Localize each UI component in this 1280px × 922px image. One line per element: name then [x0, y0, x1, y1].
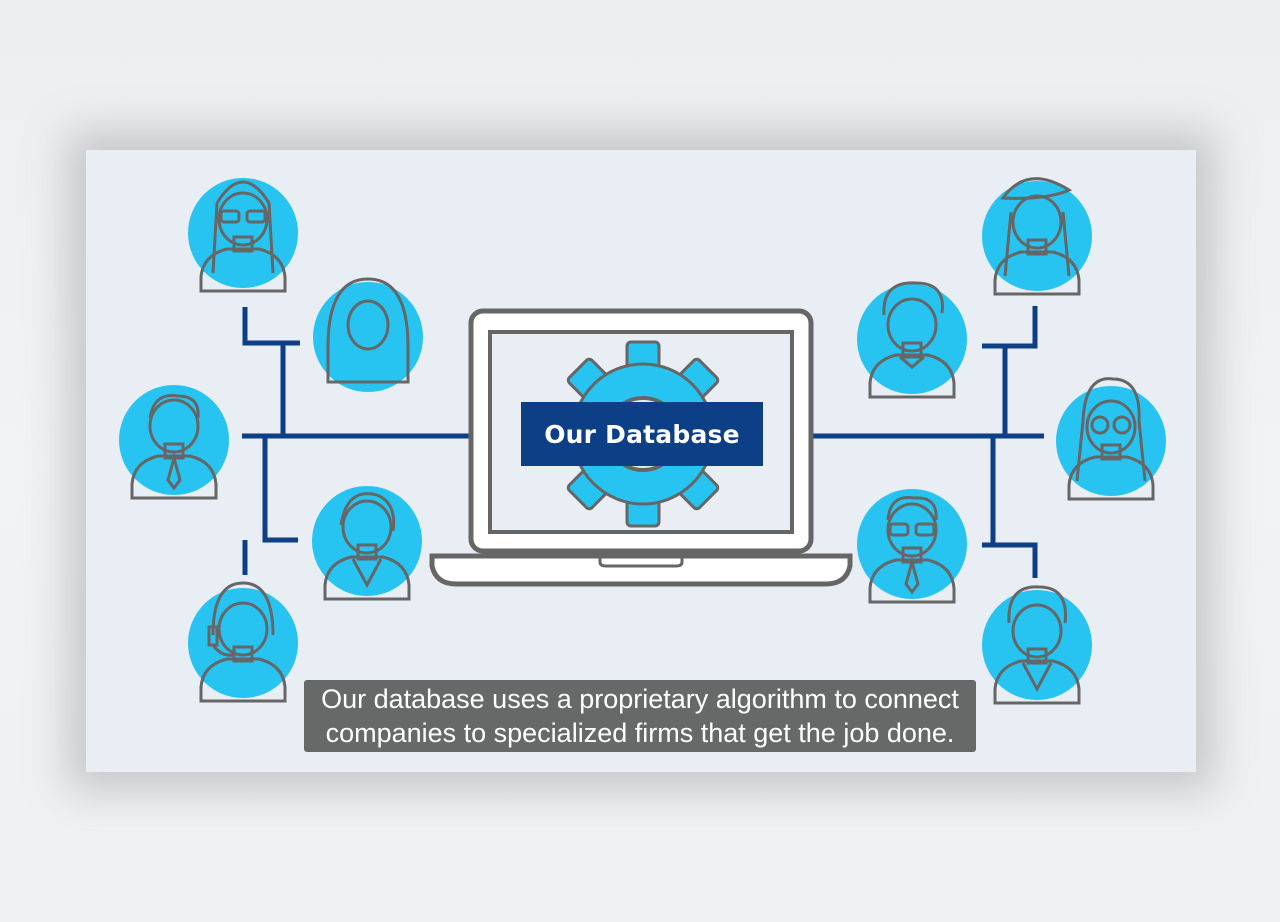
database-label: Our Database: [521, 402, 763, 466]
person-woman-glasses: [188, 178, 298, 293]
person-woman-headset: [188, 581, 298, 703]
right-upper-branch: [982, 306, 1038, 436]
person-woman-round-glasses: [1056, 377, 1166, 501]
subtitle-caption: Our database uses a proprietary algorith…: [304, 680, 976, 752]
person-man-glasses-tie: [857, 489, 967, 604]
person-man-blazer: [982, 585, 1092, 705]
person-woman-blazer: [312, 486, 422, 601]
caption-line-2: companies to specialized firms that get …: [325, 718, 955, 748]
right-lower-branch: [982, 436, 1038, 578]
left-lower-branch: [242, 436, 298, 575]
person-man-polo: [857, 281, 967, 399]
person-woman-hijab: [313, 277, 423, 392]
caption-line-1: Our database uses a proprietary algorith…: [321, 684, 959, 714]
person-woman-beret: [982, 177, 1092, 296]
person-man-suit: [119, 385, 229, 500]
left-upper-branch: [242, 307, 300, 436]
